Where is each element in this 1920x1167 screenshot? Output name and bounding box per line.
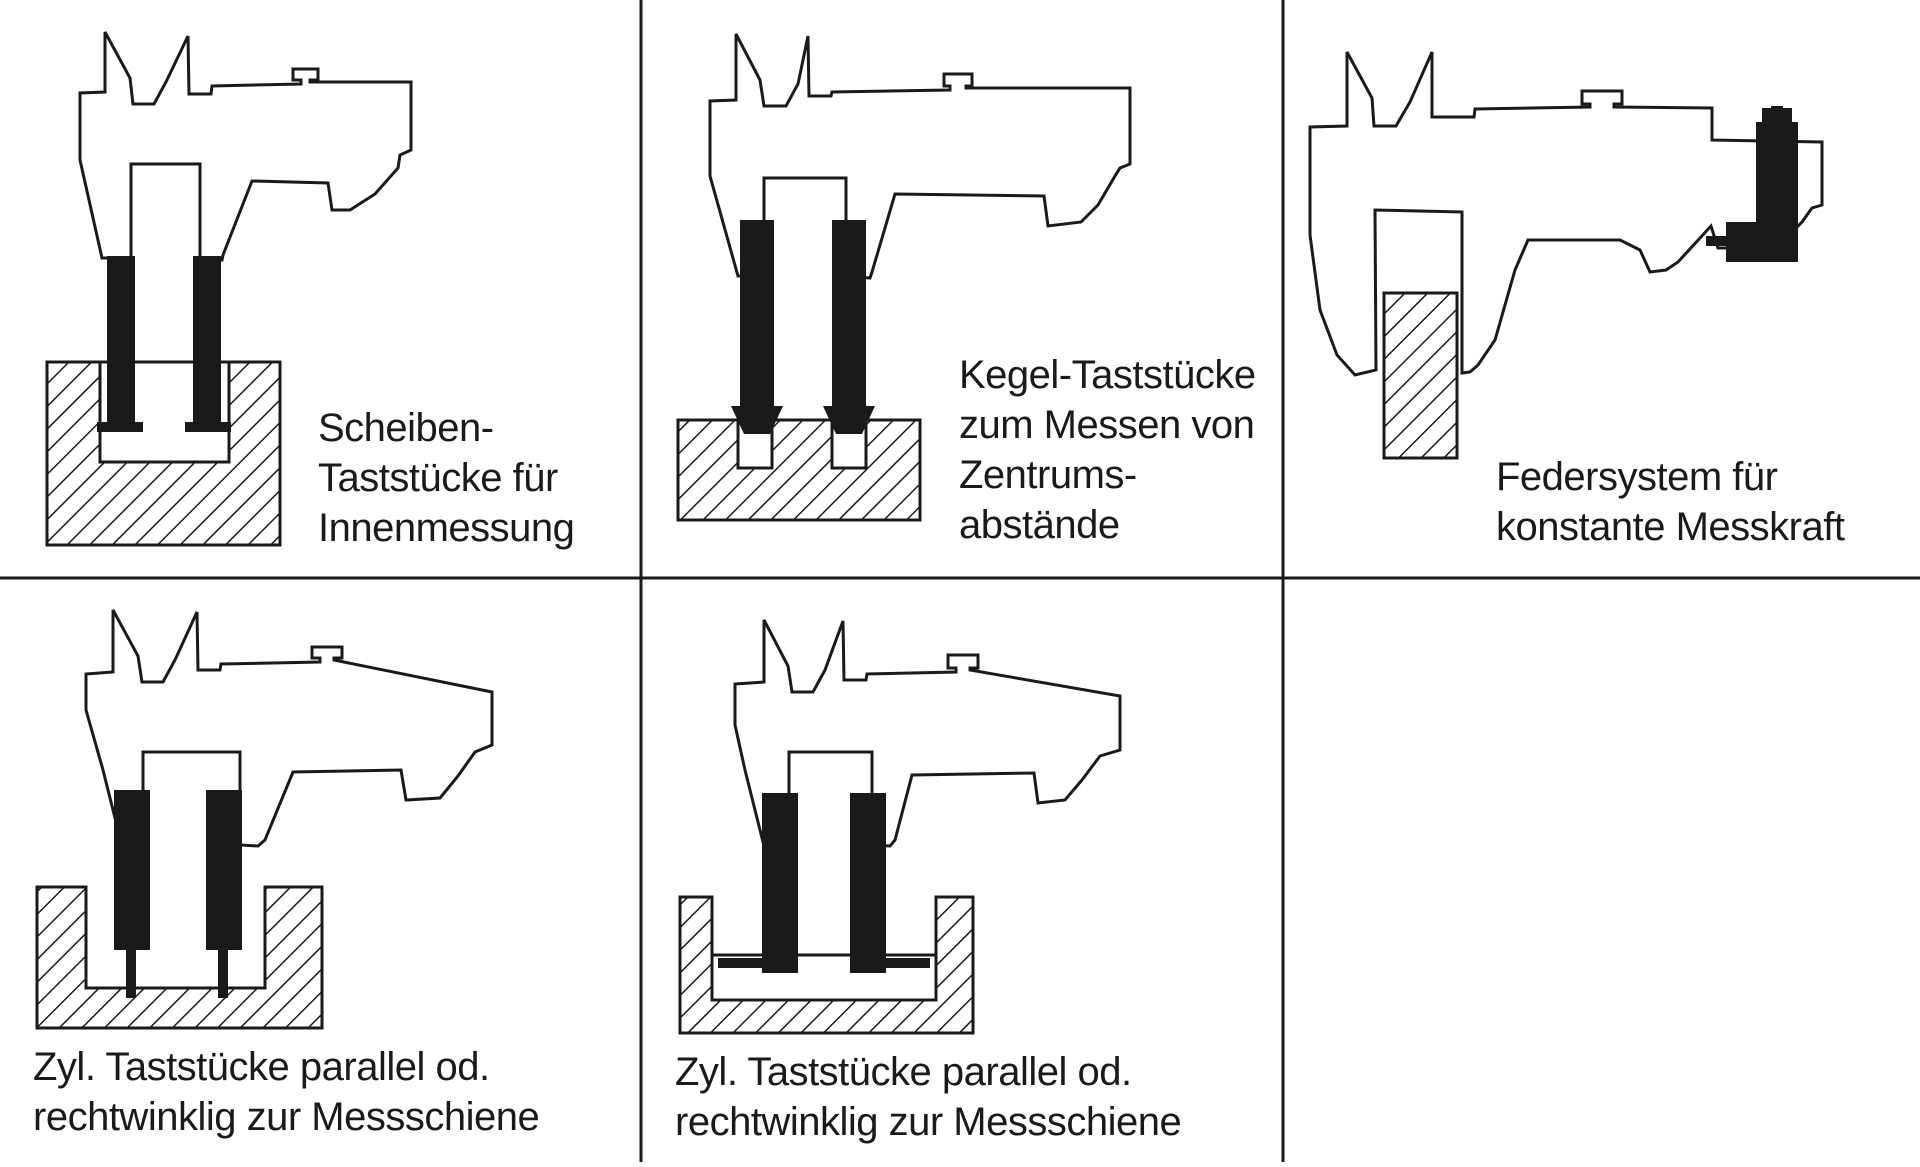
caption-cone-probes: Kegel-Taststücke zum Messen von Zentrums… (959, 350, 1256, 550)
spring-pin (1706, 236, 1728, 246)
cylinder-probe-right (206, 790, 242, 950)
caption-line: Scheiben- (318, 406, 494, 450)
workpiece-hatched (35, 885, 324, 1030)
spring-foot (1726, 222, 1798, 262)
caption-line: Innenmessung (318, 506, 575, 550)
caption-cylinder-probes-parallel: Zyl. Taststücke parallel od. rechtwinkli… (33, 1042, 540, 1142)
cone-probe-right (832, 220, 866, 408)
disc-probe-right-foot (185, 422, 231, 432)
caption-line: Zyl. Taststücke parallel od. (675, 1050, 1132, 1094)
cylinder-probe-left-arm (718, 958, 764, 968)
caption-line: rechtwinklig zur Messschiene (675, 1100, 1182, 1144)
workpiece-hatched (1382, 291, 1459, 460)
cone-probe-left (740, 220, 774, 408)
caliper-body (78, 31, 413, 262)
panel-cylinder-probes-rightangle (678, 619, 1122, 1035)
caption-line: Federsystem für (1496, 455, 1778, 499)
cylinder-probe-right (850, 793, 886, 973)
caption-disc-probes: Scheiben- Taststücke für Innenmessung (318, 403, 575, 553)
caption-line: Zyl. Taststücke parallel od. (33, 1045, 490, 1089)
cylinder-probe-right-arm (884, 958, 930, 968)
workpiece-hatched (676, 418, 922, 522)
spring-cap (1762, 108, 1792, 124)
cone-probe-left-tip (731, 406, 783, 434)
panel-spring-system (1308, 51, 1824, 460)
cylinder-probe-left-tip (126, 950, 136, 998)
cone-probe-right-tip (823, 406, 875, 434)
panel-disc-probes (45, 31, 413, 547)
caption-line: Zentrums- (959, 453, 1137, 497)
disc-probe-right (193, 256, 221, 426)
workpiece-hatched (678, 895, 975, 1035)
caption-line: rechtwinklig zur Messschiene (33, 1095, 540, 1139)
caption-cylinder-probes-rightangle: Zyl. Taststücke parallel od. rechtwinkli… (675, 1047, 1182, 1147)
caption-line: Kegel-Taststücke (959, 353, 1256, 397)
cylinder-probe-right-tip (218, 950, 228, 998)
caption-line: zum Messen von (959, 403, 1255, 447)
disc-probe-left-foot (97, 422, 143, 432)
cylinder-probe-left (114, 790, 150, 950)
spring-knob (1771, 106, 1783, 112)
disc-probe-left (107, 256, 135, 426)
caption-line: Taststücke für (318, 456, 558, 500)
caption-spring-system: Federsystem für konstante Messkraft (1496, 452, 1845, 552)
cylinder-probe-left (762, 793, 798, 973)
caption-line: abstände (959, 503, 1120, 547)
panel-cylinder-probes-parallel (35, 609, 494, 1030)
panel-cone-probes (676, 33, 1132, 522)
caliper-body (708, 33, 1132, 280)
caption-line: konstante Messkraft (1496, 505, 1845, 549)
